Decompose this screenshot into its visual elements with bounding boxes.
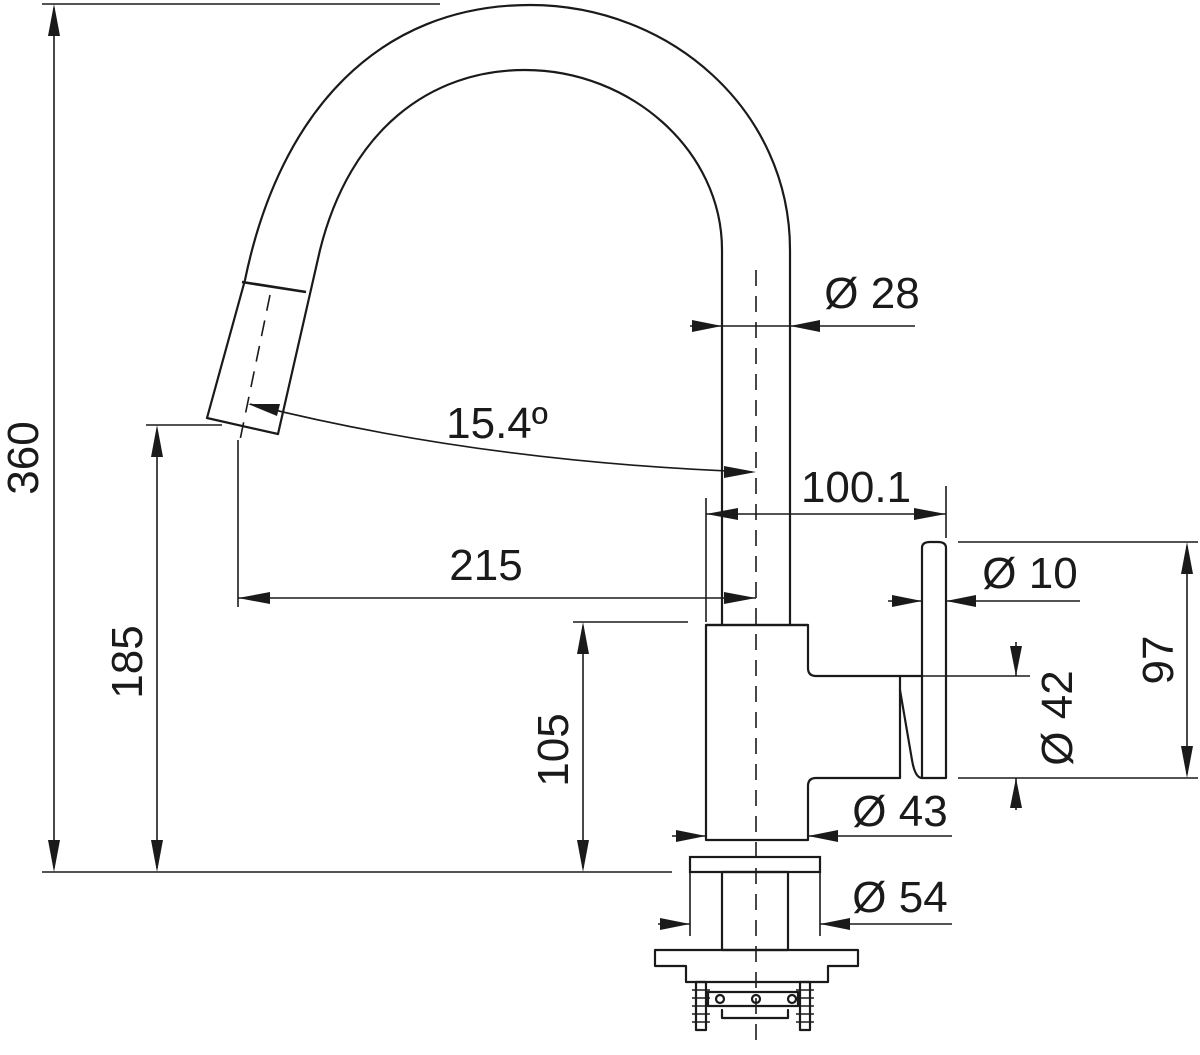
dim-label-97: 97 (1134, 636, 1183, 685)
dim-label-d43: Ø 43 (852, 787, 947, 836)
base-ring (688, 855, 822, 874)
dimension-labels: 360 185 105 215 15.4º 100.1 97 Ø 28 Ø 10… (0, 269, 1183, 922)
center-lines (239, 270, 757, 1045)
spout-inner-contour (276, 68, 724, 627)
mounting-bolts (692, 980, 814, 1032)
handle-cartridge (898, 674, 924, 780)
dimension-lines (42, 3, 1198, 936)
dim-label-100-1: 100.1 (801, 463, 911, 512)
dim-label-d10: Ø 10 (982, 549, 1077, 598)
dim-label-360: 360 (0, 421, 48, 494)
spray-head-joint (241, 280, 307, 294)
faucet-outline (205, 3, 948, 1032)
dim-label-215: 215 (449, 541, 522, 590)
mounting-plate (653, 948, 860, 984)
dim-label-angle: 15.4º (446, 399, 548, 448)
dim-label-105: 105 (529, 713, 578, 786)
dim-label-d42: Ø 42 (1033, 670, 1082, 765)
dim-label-185: 185 (103, 625, 152, 698)
spray-head-centerline (239, 294, 271, 441)
spout-outer-contour (205, 3, 792, 627)
lever-handle (920, 540, 948, 780)
faucet-body (704, 623, 902, 842)
dim-label-d28: Ø 28 (824, 269, 919, 318)
dim-label-d54: Ø 54 (852, 873, 947, 922)
mounting-shank (720, 870, 790, 952)
